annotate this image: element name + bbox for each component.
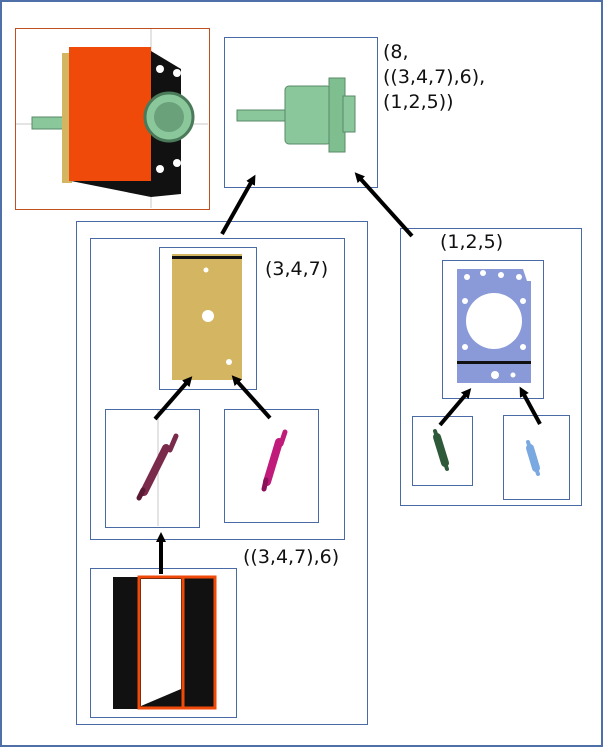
- blue-plate-render: [457, 269, 531, 383]
- darkgreen-pin-render: [433, 429, 449, 471]
- mid-group-label: (3,4,7): [265, 258, 329, 280]
- tan-plate-render: [172, 254, 242, 380]
- right-subassembly-group: [400, 228, 582, 506]
- right-group-label: (1,2,5): [440, 231, 504, 253]
- arrow-left-to-root: [220, 174, 256, 235]
- arrow-maroon-to-plate: [153, 376, 193, 421]
- magenta-pin-node: [224, 409, 319, 523]
- housing-node: [90, 568, 237, 718]
- assembled-motor-render: [16, 29, 208, 208]
- maroon-pin-node: [105, 409, 200, 528]
- arrow-darkgreen-to-blueplate: [438, 388, 472, 427]
- darkgreen-pin-node: [412, 416, 473, 486]
- root-assembly-node: [224, 37, 378, 188]
- root-assembly-label: (8, ((3,4,7),6), (1,2,5)): [383, 40, 485, 115]
- left-group-label: ((3,4,7),6): [243, 546, 340, 568]
- plate-pins-subgroup: [90, 238, 345, 540]
- magenta-pin-render: [261, 429, 288, 492]
- maroon-pin-render: [136, 410, 179, 526]
- tan-plate-node: [159, 247, 257, 390]
- assembled-view-thumbnail: [15, 28, 210, 210]
- blue-plate-node: [442, 260, 544, 399]
- root-label-line-3: (1,2,5)): [383, 91, 454, 113]
- arrow-magenta-to-plate: [231, 375, 272, 420]
- root-label-line-1: (8,: [383, 41, 409, 63]
- lightblue-pin-render: [526, 440, 540, 476]
- shaft-assembly-render: [236, 77, 356, 153]
- left-subassembly-group: [76, 221, 368, 725]
- root-label-line-2: ((3,4,7),6),: [383, 66, 486, 88]
- arrow-right-to-root: [354, 172, 414, 238]
- arrow-lightblue-to-blueplate: [519, 386, 542, 425]
- housing-render: [113, 575, 217, 710]
